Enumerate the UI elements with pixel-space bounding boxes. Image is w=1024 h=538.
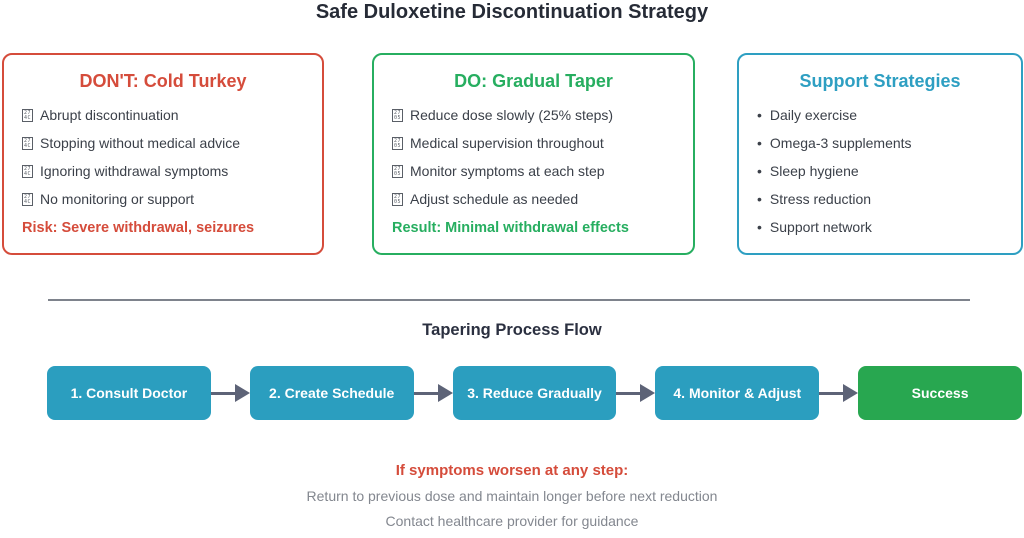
advisory-heading: If symptoms worsen at any step:: [395, 462, 629, 479]
card-item-label: Monitor symptoms at each step: [410, 163, 605, 179]
flow-step: 4. Monitor & Adjust: [655, 366, 820, 420]
bullet-icon: •: [757, 191, 762, 207]
bullet-icon: •: [757, 163, 762, 179]
flow-arrow-icon: [616, 366, 655, 420]
card-item-label: Omega-3 supplements: [769, 135, 912, 151]
card-item-label: Sleep hygiene: [769, 163, 859, 179]
flow-step: 1. Consult Doctor: [47, 366, 211, 420]
section-divider: [48, 299, 970, 301]
card-item-label: Stress reduction: [769, 191, 872, 207]
card-item-label: Medical supervision throughout: [410, 135, 604, 151]
flow-step-label: 4. Monitor & Adjust: [673, 385, 802, 401]
flow-arrow-icon: [414, 366, 453, 420]
card-item-label: Ignoring withdrawal symptoms: [40, 163, 229, 179]
advisory-line: Return to previous dose and maintain lon…: [306, 488, 718, 504]
flow-row: 1. Consult Doctor 2. Create Schedule 3. Re…: [47, 366, 1022, 420]
card: Support Strategies • Daily exercise • Omega-…: [737, 53, 1023, 255]
page-title: Safe Duloxetine Discontinuation Strategy: [315, 1, 709, 23]
flow-step-success: Success: [858, 366, 1022, 420]
card-item-label: Adjust schedule as needed: [410, 191, 579, 207]
card-footer-note: Risk: Severe withdrawal, seizures: [22, 220, 255, 236]
flow-arrow-icon: [819, 366, 858, 420]
flow-arrow-icon: [211, 366, 250, 420]
card-title: DO: Gradual Taper: [454, 71, 613, 91]
advisory-line: Contact healthcare provider for guidance: [385, 513, 639, 529]
advisory-block: If symptoms worsen at any step: Return t…: [0, 462, 1024, 538]
bullet-icon: •: [757, 107, 762, 123]
flow-step-label: Success: [911, 385, 969, 401]
card-item-label: Abrupt discontinuation: [40, 107, 179, 123]
flow-step-label: 2. Create Schedule: [269, 385, 395, 401]
flow-step-label: 3. Reduce Gradually: [467, 385, 602, 401]
bullet-icon: •: [757, 219, 762, 235]
card-footer-note: Result: Minimal withdrawal effects: [392, 220, 629, 236]
card-item-label: No monitoring or support: [40, 191, 195, 207]
card-item: • Stress reduction: [757, 191, 1003, 208]
card-item-label: Support network: [769, 219, 872, 235]
flow-step: 2. Create Schedule: [249, 366, 414, 420]
bullet-icon: •: [757, 135, 762, 151]
card-title: DON'T: Cold Turkey: [79, 71, 247, 91]
card-item: • Daily exercise: [757, 107, 1003, 124]
card-title: Support Strategies: [799, 71, 961, 91]
page-root: Safe Duloxetine Discontinuation Strategy…: [0, 0, 1024, 525]
flow-step: 3. Reduce Gradually: [452, 366, 617, 420]
card-item: • Omega-3 supplements: [757, 135, 1003, 152]
card-item-label: Stopping without medical advice: [40, 135, 241, 151]
card-item-label: Reduce dose slowly (25% steps): [410, 107, 614, 123]
flow-title: Tapering Process Flow: [422, 321, 602, 339]
flow-step-label: 1. Consult Doctor: [70, 385, 188, 401]
card-item: • Sleep hygiene: [757, 163, 1003, 180]
card-item-label: Daily exercise: [769, 107, 858, 123]
card-item: • Support network: [757, 219, 1003, 236]
